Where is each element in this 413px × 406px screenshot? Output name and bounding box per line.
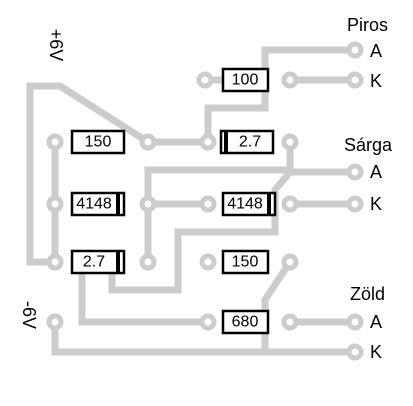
- pad: [196, 71, 214, 89]
- trace-2-7-right: [144, 138, 294, 266]
- component-label: 4148: [227, 196, 263, 213]
- polarity-band: [224, 131, 228, 153]
- component-label: 150: [232, 254, 259, 271]
- pad: [281, 133, 299, 151]
- led-cathode-label: K: [370, 194, 382, 214]
- pad-zold-cathode: [346, 343, 364, 361]
- pad: [281, 195, 299, 213]
- polarity-band: [116, 193, 120, 215]
- pad: [139, 133, 157, 151]
- trace-positive-rail: [26, 82, 153, 266]
- led-cathode-label: K: [370, 71, 382, 91]
- component-4148a: 4148: [70, 191, 126, 217]
- led-anode-label: A: [370, 312, 382, 332]
- pad: [46, 253, 64, 271]
- component-label: 2.7: [83, 254, 105, 271]
- component-2-7a: 2.7: [219, 129, 275, 155]
- component-4148b: 4148: [221, 191, 277, 217]
- led-name-sarga: Sárga: [344, 135, 393, 155]
- polarity-band: [267, 193, 271, 215]
- pad: [46, 133, 64, 151]
- pad-zold-anode: [346, 313, 364, 331]
- pad: [46, 195, 64, 213]
- component-150b: 150: [221, 249, 270, 275]
- pad: [281, 253, 299, 271]
- component-label: 150: [85, 134, 112, 151]
- pad: [46, 313, 64, 331]
- component-150a: 150: [70, 129, 126, 155]
- component-label: 2.7: [239, 134, 261, 151]
- component-label: 100: [232, 72, 259, 89]
- supply-positive-label: +6V: [46, 29, 66, 62]
- led-anode-label: A: [370, 162, 382, 182]
- component-label: 4148: [76, 196, 112, 213]
- component-680: 680: [221, 309, 270, 335]
- pad: [199, 195, 217, 213]
- pad: [199, 253, 217, 271]
- led-name-piros: Piros: [347, 15, 388, 35]
- led-name-zold: Zöld: [350, 284, 385, 304]
- component-label: 680: [232, 314, 259, 331]
- component-100: 100: [221, 67, 270, 93]
- component-2-7b: 2.7: [70, 249, 126, 275]
- polarity-band: [116, 251, 120, 273]
- pad: [199, 133, 217, 151]
- trace-2-7b-down: [78, 258, 212, 326]
- pad: [199, 313, 217, 331]
- supply-negative-label: -6V: [19, 301, 39, 329]
- pad: [139, 195, 157, 213]
- pad-piros-cathode: [346, 71, 364, 89]
- pad: [281, 71, 299, 89]
- trace-sarga-anode: [108, 168, 359, 294]
- pad: [139, 253, 157, 271]
- pad: [281, 313, 299, 331]
- trace-piros-anode: [204, 46, 359, 146]
- trace-negative-rail: [51, 318, 359, 356]
- led-anode-label: A: [370, 41, 382, 61]
- pad-sarga-cathode: [346, 195, 364, 213]
- trace-150b-right: [261, 257, 295, 356]
- pad-sarga-anode: [346, 163, 364, 181]
- led-cathode-label: K: [370, 342, 382, 362]
- pads: [46, 41, 364, 361]
- pad-piros-anode: [346, 41, 364, 59]
